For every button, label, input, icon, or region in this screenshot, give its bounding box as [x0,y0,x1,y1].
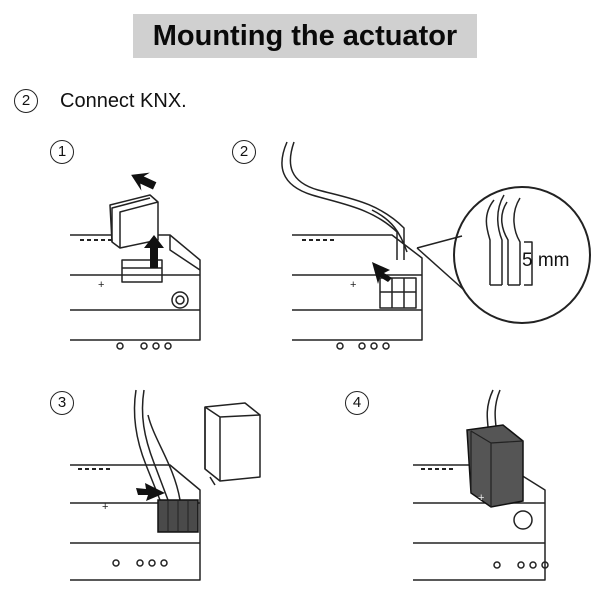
figure-4-drawing: + [413,389,549,581]
svg-text:+: + [350,279,356,291]
figure-number: 1 [50,140,74,164]
figure-number: 4 [345,391,369,415]
figure-3: 3 + [50,385,280,585]
svg-text:+: + [102,501,108,513]
figure-2-drawing: + [281,141,591,350]
dimension-label: 5 mm [522,250,570,271]
svg-text:+: + [98,279,104,291]
step-instruction: 2 Connect KNX. [14,86,187,116]
figure-4: 4 + [345,385,575,585]
step-number: 2 [14,89,38,113]
figure-1-drawing: + [70,172,201,350]
step-text: Connect KNX. [60,89,187,112]
title-background [133,14,477,58]
figure-1: 1 + [50,140,220,360]
figure-number: 3 [50,391,74,415]
figure-number: 2 [232,140,256,164]
page-title: Mounting the actuator [152,20,458,52]
figure-3-drawing: + [70,389,261,581]
figure-2: 2 [232,140,592,360]
svg-text:+: + [478,492,484,504]
